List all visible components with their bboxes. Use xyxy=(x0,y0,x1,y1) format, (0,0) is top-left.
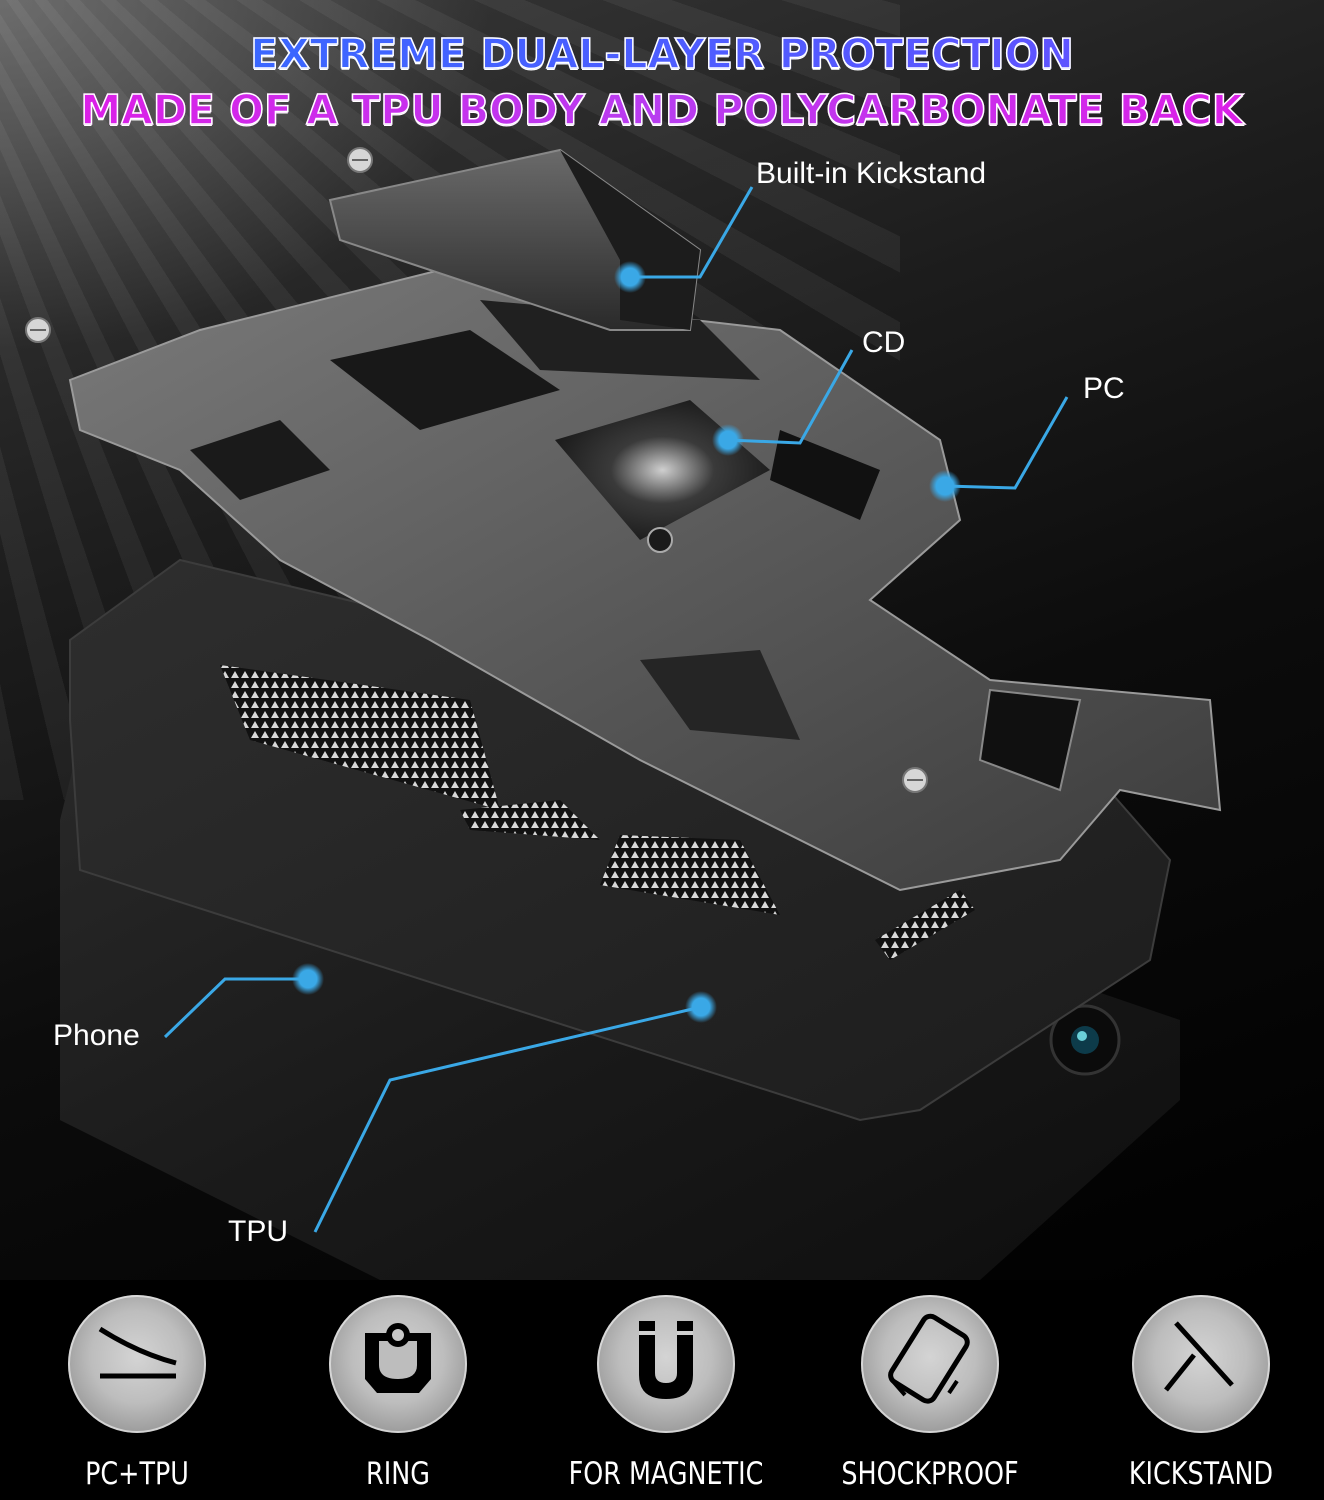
headline-line1-outline: EXTREME DUAL-LAYER PROTECTION xyxy=(0,32,1324,80)
ring-holder-icon xyxy=(329,1295,467,1433)
callout-pc: PC xyxy=(1083,372,1125,405)
screw-icon xyxy=(347,147,373,173)
headline-line2-outline: MADE OF A TPU BODY AND POLYCARBONATE BAC… xyxy=(0,88,1324,136)
feature-ring: RING xyxy=(268,1295,528,1492)
phone-case-exploded-illustration xyxy=(25,147,1222,1280)
screw-icon xyxy=(25,317,51,343)
feature-kickstand: KICKSTAND xyxy=(1071,1295,1324,1492)
headline-line1: EXTREME DUAL-LAYER PROTECTION xyxy=(0,29,1324,79)
feature-label: KICKSTAND xyxy=(1128,1456,1274,1492)
screw-icon xyxy=(902,767,928,793)
feature-label: RING xyxy=(366,1456,430,1492)
kickstand-icon xyxy=(1132,1295,1270,1433)
layers-curve-icon xyxy=(68,1295,206,1433)
callout-leader-lines xyxy=(163,186,1069,1233)
feature-shockproof: SHOCKPROOF xyxy=(800,1295,1060,1492)
callout-dots xyxy=(292,261,961,1023)
feature-pc-tpu: PC+TPU xyxy=(7,1295,267,1492)
callout-built-in-kickstand: Built-in Kickstand xyxy=(756,157,987,190)
callout-phone: Phone xyxy=(53,1019,140,1052)
product-hero: EXTREME DUAL-LAYER PROTECTION EXTREME DU… xyxy=(0,0,1324,1280)
feature-label: FOR MAGNETIC xyxy=(568,1456,764,1492)
headline-line2: MADE OF A TPU BODY AND POLYCARBONATE BAC… xyxy=(0,85,1324,135)
shockproof-phone-icon xyxy=(861,1295,999,1433)
feature-for-magnetic: FOR MAGNETIC xyxy=(536,1295,796,1492)
callout-tpu: TPU xyxy=(228,1215,288,1248)
feature-label: PC+TPU xyxy=(85,1456,189,1492)
magnet-icon xyxy=(597,1295,735,1433)
grip-texture xyxy=(220,665,500,810)
callout-cd: CD xyxy=(862,326,906,359)
feature-label: SHOCKPROOF xyxy=(841,1456,1019,1492)
